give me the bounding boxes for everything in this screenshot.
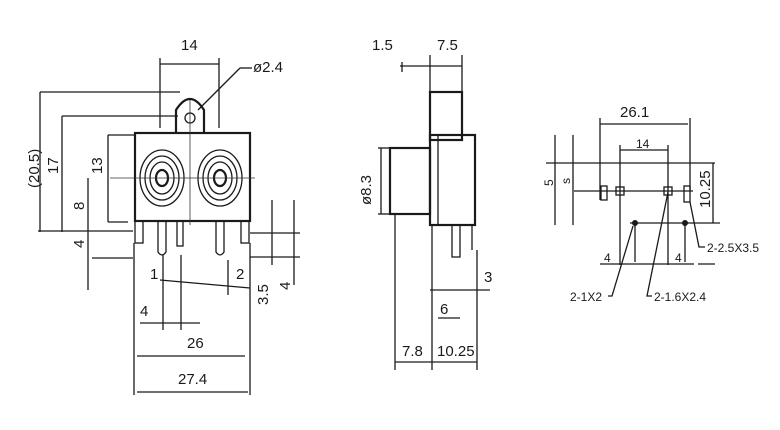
dim-10-25: 10.25 — [697, 170, 714, 208]
dim-overall-width: 27.4 — [178, 371, 207, 388]
dim-center-height: 8 — [71, 202, 88, 210]
dim-pin-1: 1 — [150, 266, 158, 283]
dim-7-5: 7.5 — [437, 37, 458, 54]
hole-left — [632, 220, 638, 226]
dim-total-height: (20.5) — [26, 149, 43, 188]
pins — [134, 220, 250, 256]
hole-label-mid: 2-1.6X2.4 — [654, 290, 706, 304]
hole-right — [682, 220, 688, 226]
dim-4-left: 4 — [604, 251, 611, 265]
side-body — [428, 133, 477, 227]
side-socket — [388, 146, 432, 216]
pad-left — [615, 186, 625, 196]
dim-diameter: ø8.3 — [358, 175, 375, 205]
jack-body — [133, 131, 252, 223]
dim-10-25: 10.25 — [437, 343, 475, 360]
dim-26-1: 26.1 — [620, 104, 649, 121]
dim-pin-offset: 4 — [140, 303, 148, 320]
hole-label-slots: 2-2.5X3.5 — [707, 241, 759, 255]
dim-4-right: 4 — [675, 251, 682, 265]
slot-left — [600, 185, 608, 201]
side-view: 1.5 7.5 ø8.3 3 6 7.8 10.25 — [358, 37, 492, 370]
dim-pin-2: 2 — [236, 266, 244, 283]
hole-label-small: 2-1X2 — [570, 290, 602, 304]
dim-pin-length: 4 — [71, 240, 88, 248]
dim-7-8: 7.8 — [402, 343, 423, 360]
dim-height-17: 17 — [45, 157, 62, 174]
dim-1-5: 1.5 — [372, 37, 393, 54]
dim-pin-3-5: 3.5 — [255, 284, 272, 305]
dim-14: 14 — [181, 37, 198, 54]
mounting-tab — [174, 97, 206, 133]
dim-6: 6 — [440, 301, 448, 318]
dim-pin-4-right: 4 — [277, 282, 294, 290]
front-view: 14 ø2.4 (20.5) 17 13 8 4 1 2 3.5 4 4 26 … — [26, 37, 300, 395]
dim-pitch-26: 26 — [187, 335, 204, 352]
dim-body-height: 13 — [89, 157, 106, 174]
dim-5: 5 — [542, 179, 556, 186]
dim-s: s — [559, 178, 573, 184]
side-tab — [428, 90, 464, 142]
slot-right — [683, 185, 691, 203]
dim-hole-diameter: ø2.4 — [253, 59, 283, 76]
dim-14: 14 — [636, 137, 650, 151]
dim-3: 3 — [484, 269, 492, 286]
pcb-footprint: 26.1 14 5 s 10.25 2-2.5X3.5 4 4 2-1X2 2-… — [542, 104, 759, 304]
